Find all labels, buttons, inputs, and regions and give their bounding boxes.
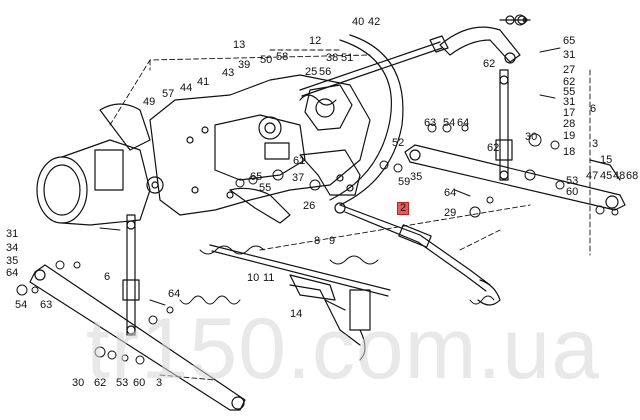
- callout-label[interactable]: 35: [410, 171, 423, 183]
- assembly-hint-line: [459, 229, 501, 251]
- callout-label[interactable]: 28: [563, 118, 576, 130]
- callout-label[interactable]: 64: [168, 288, 181, 300]
- callout-label[interactable]: 17: [563, 107, 576, 119]
- callout-label[interactable]: 6: [104, 271, 111, 283]
- callout-label[interactable]: 64: [444, 187, 457, 199]
- callout-label[interactable]: 26: [303, 200, 316, 212]
- callout-label[interactable]: 63: [424, 117, 437, 129]
- pto-housing: [36, 103, 164, 226]
- lower-link-left: [29, 264, 246, 411]
- callout-label[interactable]: 61: [293, 155, 306, 167]
- small-hardware: [16, 14, 619, 365]
- callout-label[interactable]: 49: [143, 96, 156, 108]
- callout-label[interactable]: 18: [563, 146, 576, 158]
- callout-label[interactable]: 43: [222, 67, 235, 79]
- callout-label[interactable]: 10: [247, 272, 260, 284]
- callout-label[interactable]: 31: [6, 228, 19, 240]
- callout-label[interactable]: 55: [563, 86, 576, 98]
- highlighted-callout-part-2[interactable]: 2: [397, 202, 410, 215]
- callout-label[interactable]: 68: [626, 170, 639, 182]
- callout-label[interactable]: 53: [116, 377, 129, 389]
- callout-label[interactable]: 52: [392, 137, 405, 149]
- callout-label[interactable]: 56: [319, 66, 332, 78]
- callout-label[interactable]: 62: [483, 58, 496, 70]
- callout-label[interactable]: 45: [600, 170, 613, 182]
- callout-label[interactable]: 8: [314, 235, 321, 247]
- callout-label[interactable]: 50: [260, 54, 273, 66]
- callout-label[interactable]: 48: [613, 170, 626, 182]
- callout-label[interactable]: 62: [563, 76, 576, 88]
- callout-label[interactable]: 54: [443, 117, 456, 129]
- callout-label[interactable]: 65: [250, 171, 263, 183]
- callout-label[interactable]: 53: [566, 175, 579, 187]
- callout-label[interactable]: 63: [40, 299, 53, 311]
- callout-label[interactable]: 39: [238, 59, 251, 71]
- callout-label[interactable]: 6: [590, 103, 597, 115]
- callout-label[interactable]: 41: [197, 76, 210, 88]
- callout-label[interactable]: 19: [563, 130, 576, 142]
- callout-label[interactable]: 35: [6, 255, 19, 267]
- callout-label[interactable]: 12: [309, 35, 322, 47]
- callout-label[interactable]: 3: [592, 138, 599, 150]
- callout-label[interactable]: 60: [133, 377, 146, 389]
- callout-label[interactable]: 38: [326, 52, 339, 64]
- callout-label[interactable]: 37: [292, 172, 305, 184]
- callout-label[interactable]: 30: [72, 377, 85, 389]
- callout-label[interactable]: 44: [180, 82, 193, 94]
- lift-housing: [149, 74, 371, 216]
- callout-label[interactable]: 64: [6, 267, 19, 279]
- callout-label[interactable]: 54: [15, 299, 28, 311]
- callout-label[interactable]: 31: [563, 96, 576, 108]
- callout-label[interactable]: 14: [290, 308, 303, 320]
- callout-label[interactable]: 62: [94, 377, 107, 389]
- callout-label[interactable]: 40: [352, 16, 365, 28]
- lift-rod-right: [495, 69, 513, 181]
- callout-label[interactable]: 9: [329, 235, 336, 247]
- callout-label[interactable]: 13: [233, 39, 246, 51]
- callout-label[interactable]: 34: [6, 242, 19, 254]
- callout-label[interactable]: 11: [263, 272, 275, 284]
- lift-shaft: [299, 35, 449, 97]
- lift-rod-left: [122, 214, 140, 336]
- callout-label[interactable]: 62: [487, 142, 500, 154]
- callout-label[interactable]: 57: [162, 88, 175, 100]
- callout-label[interactable]: 27: [563, 64, 576, 76]
- callout-label[interactable]: 65: [563, 35, 576, 47]
- callout-label[interactable]: 31: [563, 49, 576, 61]
- lower-link-right: [404, 144, 626, 211]
- callout-label[interactable]: 3: [156, 377, 163, 389]
- callout-label[interactable]: 51: [341, 52, 354, 64]
- callout-label[interactable]: 30: [525, 131, 538, 143]
- callout-label[interactable]: 42: [368, 16, 381, 28]
- callout-label[interactable]: 60: [566, 186, 579, 198]
- assembly-brackets: [109, 49, 591, 381]
- callout-label[interactable]: 15: [600, 154, 613, 166]
- callout-label[interactable]: 58: [276, 51, 289, 63]
- callout-label[interactable]: 55: [259, 182, 272, 194]
- callout-label[interactable]: 29: [444, 207, 457, 219]
- callout-label[interactable]: 64: [457, 117, 470, 129]
- callout-label[interactable]: 47: [586, 170, 599, 182]
- rear-cover-plate: [329, 34, 404, 206]
- check-arms: [229, 149, 361, 346]
- callout-label[interactable]: 59: [398, 176, 411, 188]
- callout-label[interactable]: 25: [305, 66, 318, 78]
- top-link-part-2: [334, 202, 501, 306]
- turnbuckle-assembly: [209, 244, 391, 361]
